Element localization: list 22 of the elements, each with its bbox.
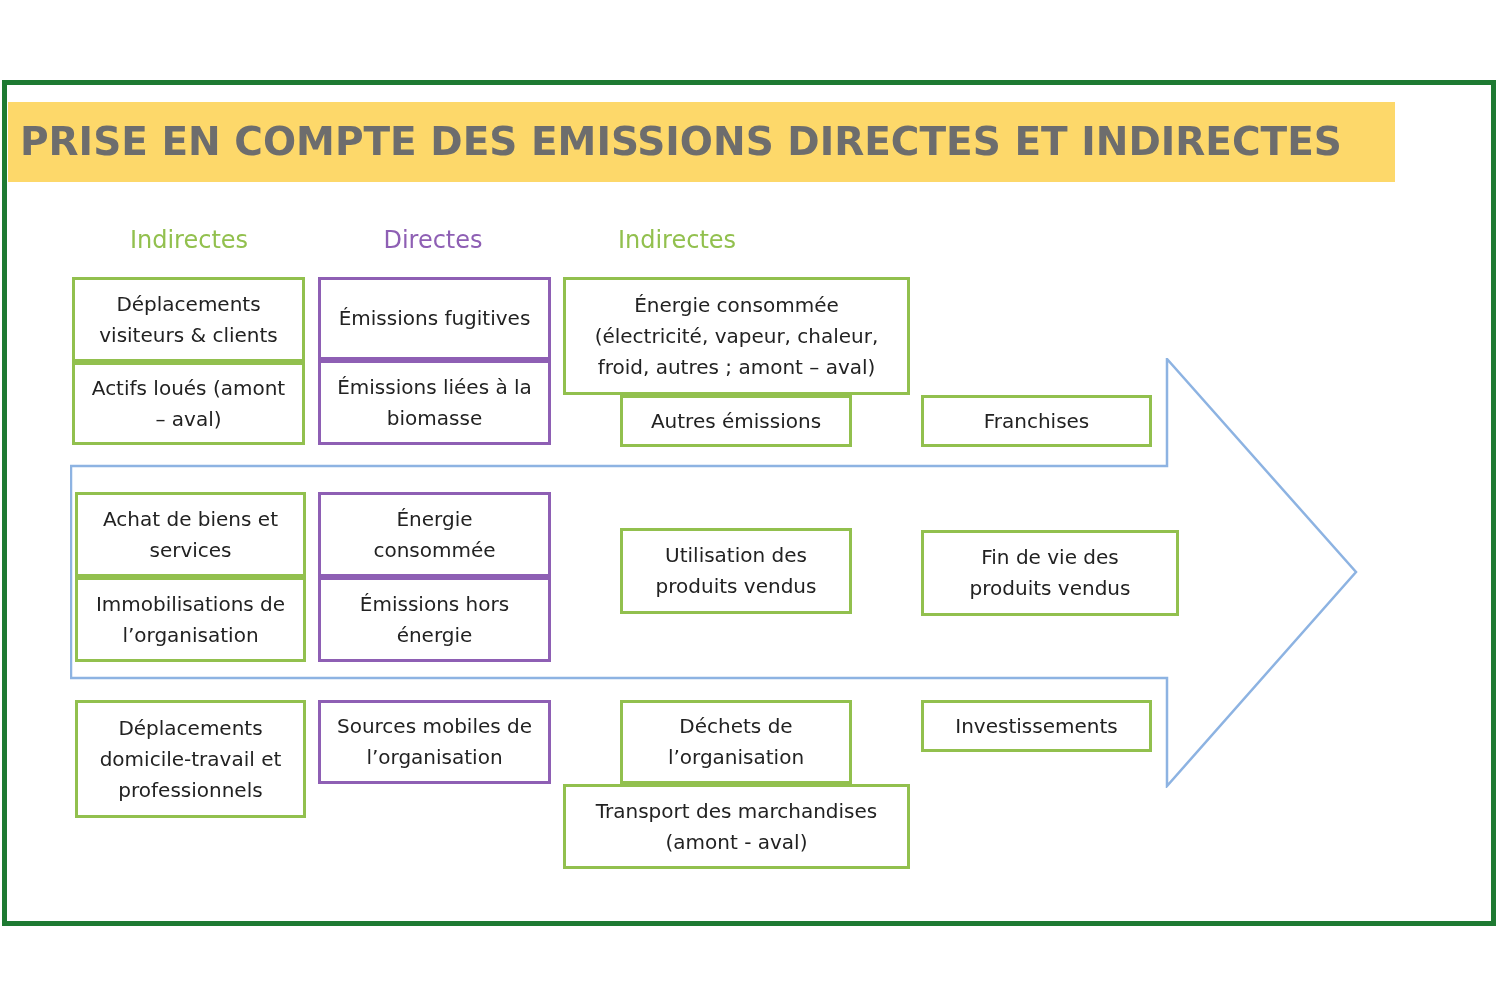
category-box: Fin de vie des produits vendus [921, 530, 1179, 616]
column-heading: Indirectes [616, 226, 738, 254]
category-box: Émissions hors énergie [318, 577, 551, 662]
category-box: Immobilisations de l’organisation [75, 577, 306, 662]
column-heading: Directes [382, 226, 484, 254]
title-banner: PRISE EN COMPTE DES EMISSIONS DIRECTES ET INDIRECTES [8, 102, 1395, 182]
category-box: Transport des marchandises (amont - aval) [563, 784, 910, 869]
category-box: Actifs loués (amont – aval) [72, 362, 305, 445]
category-box: Investissements [921, 700, 1152, 752]
category-box: Déplacements visiteurs & clients [72, 277, 305, 362]
category-box: Franchises [921, 395, 1152, 447]
category-box: Déplacements domicile-travail et professionnels [75, 700, 306, 818]
category-box: Énergie consommée (électricité, vapeur, chaleur, froid, autres ; amont – aval) [563, 277, 910, 395]
category-box: Émissions liées à la biomasse [318, 360, 551, 445]
column-heading: Indirectes [128, 226, 250, 254]
category-box: Autres émissions [620, 395, 852, 447]
category-box: Énergie consommée [318, 492, 551, 577]
category-box: Émissions fugitives [318, 277, 551, 360]
category-box: Utilisation des produits vendus [620, 528, 852, 614]
category-box: Achat de biens et services [75, 492, 306, 577]
category-box: Sources mobiles de l’organisation [318, 700, 551, 784]
category-box: Déchets de l’organisation [620, 700, 852, 784]
